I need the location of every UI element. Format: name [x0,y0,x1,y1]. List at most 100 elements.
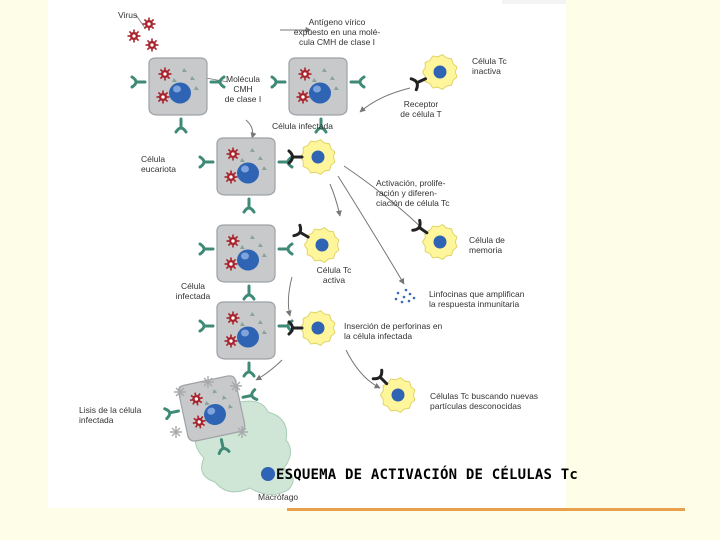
virus-icon [298,67,312,81]
mhc-receptor-icon [241,388,259,401]
mhc-receptor-icon [242,284,256,301]
mhc-receptor-icon [198,155,215,169]
antigen-fragment [258,243,263,247]
label-tc-searching: Células Tc buscando nuevas partículas de… [430,391,539,411]
virus-icon [226,234,240,248]
process-arrow [245,119,257,139]
cells-layer [130,54,458,455]
mhc-receptor-icon [349,75,366,89]
t-cell-receptor-icon [409,77,427,92]
label-infected-cell-top: Célula infectada [272,121,333,131]
debris-icon [236,426,248,438]
mhc-receptor-icon [174,117,188,134]
figure-top-strip [502,0,566,4]
label-virus: Virus [118,10,138,20]
mhc-receptor-icon [242,197,256,214]
antigen-fragment [204,401,210,406]
label-perforin: Inserción de perforinas en la célula inf… [344,321,443,341]
virus-icon [189,392,203,406]
lymphokine-dot [400,300,404,304]
virus-icon [192,415,206,429]
nucleus-icon [315,238,329,252]
infected-cell [198,224,294,301]
virus-icon [296,90,310,104]
antigen-fragment [222,395,227,400]
debris-icon [230,380,242,392]
nucleus-icon [309,82,331,104]
label-tc-inactive: Célula Tc inactiva [472,56,507,76]
antigen-fragment [258,156,263,160]
t-cell-receptor-icon [287,320,304,336]
lymphokine-dot [394,297,398,301]
debris-icon [174,386,186,398]
process-arrow [255,359,283,381]
nucleus-icon [237,326,259,348]
virus-icon [142,17,156,31]
label-memory-cell: Célula de memoria [469,235,505,255]
antigen-fragment [262,330,267,334]
infected-cell [270,57,366,134]
antigen-fragment [240,158,245,162]
t-cell-searching [371,368,416,413]
virus-icon [158,67,172,81]
lymphokine-dot [404,288,408,292]
mhc-receptor-icon [163,407,180,421]
label-eukaryotic-cell: Célula eucariota [141,154,176,174]
mhc-receptor-icon [198,242,215,256]
lymphokine-dot [412,296,416,300]
antigen-fragment [212,389,218,394]
caption-underline [287,508,685,511]
label-t-cell-receptor: Receptor de célula T [400,99,442,119]
label-antigen: Antígeno vírico expuesto en una molé- cu… [293,17,381,47]
t-cell-memory [411,218,458,260]
label-activation: Activación, prolife- ración y diferen- c… [376,178,450,208]
t-cell-bound [287,139,336,175]
antigen-fragment [182,68,187,72]
infected-cell [163,375,259,455]
antigen-fragment [172,78,177,82]
mhc-receptor-icon [217,438,231,455]
label-lymphokines: Linfocinas que amplifican la respuesta i… [429,289,525,309]
process-arrow [345,349,381,389]
lymphokine-dot [408,292,412,296]
antigen-fragment [190,76,195,80]
nucleus-icon [311,321,325,335]
mhc-receptor-icon [130,75,147,89]
process-arrow [337,175,405,285]
t-cell-receptor-icon [371,368,389,386]
antigen-fragment [262,253,267,257]
mhc-receptor-icon [314,117,328,134]
nucleus-icon [391,388,405,402]
virus-icon [224,257,238,271]
virus-icon [156,90,170,104]
t-cell-receptor-icon [287,149,304,165]
nucleus-icon [311,150,325,164]
nucleus-icon [169,82,191,104]
virus-icon [224,170,238,184]
nucleus-icon [433,235,447,249]
label-infected-cell: Célula infectada [175,281,211,301]
macrophage-nucleus-icon [261,467,275,481]
mhc-receptor-icon [242,361,256,378]
antigen-fragment [250,312,255,316]
infected-cell [198,301,294,378]
antigen-fragment [228,404,233,409]
process-arrow [285,276,293,317]
t-cell-active [292,223,340,263]
antigen-fragment [330,76,335,80]
lymphokine-dots [394,288,416,304]
lymphokine-dot [407,299,411,303]
antigen-fragment [194,86,199,90]
antigen-fragment [262,166,267,170]
nucleus-icon [237,162,259,184]
t-cell-perforin [287,310,336,346]
mhc-receptor-icon [209,75,226,89]
infected-cell [198,137,294,214]
pointer-line [205,77,229,83]
lymphokine-dot [396,291,400,295]
slide-caption: ESQUEMA DE ACTIVACIÓN DE CÉLULAS Tc [276,467,579,483]
antigen-fragment [250,148,255,152]
label-lysis: Lisis de la célula infectada [79,405,142,425]
process-arrow [359,87,411,113]
